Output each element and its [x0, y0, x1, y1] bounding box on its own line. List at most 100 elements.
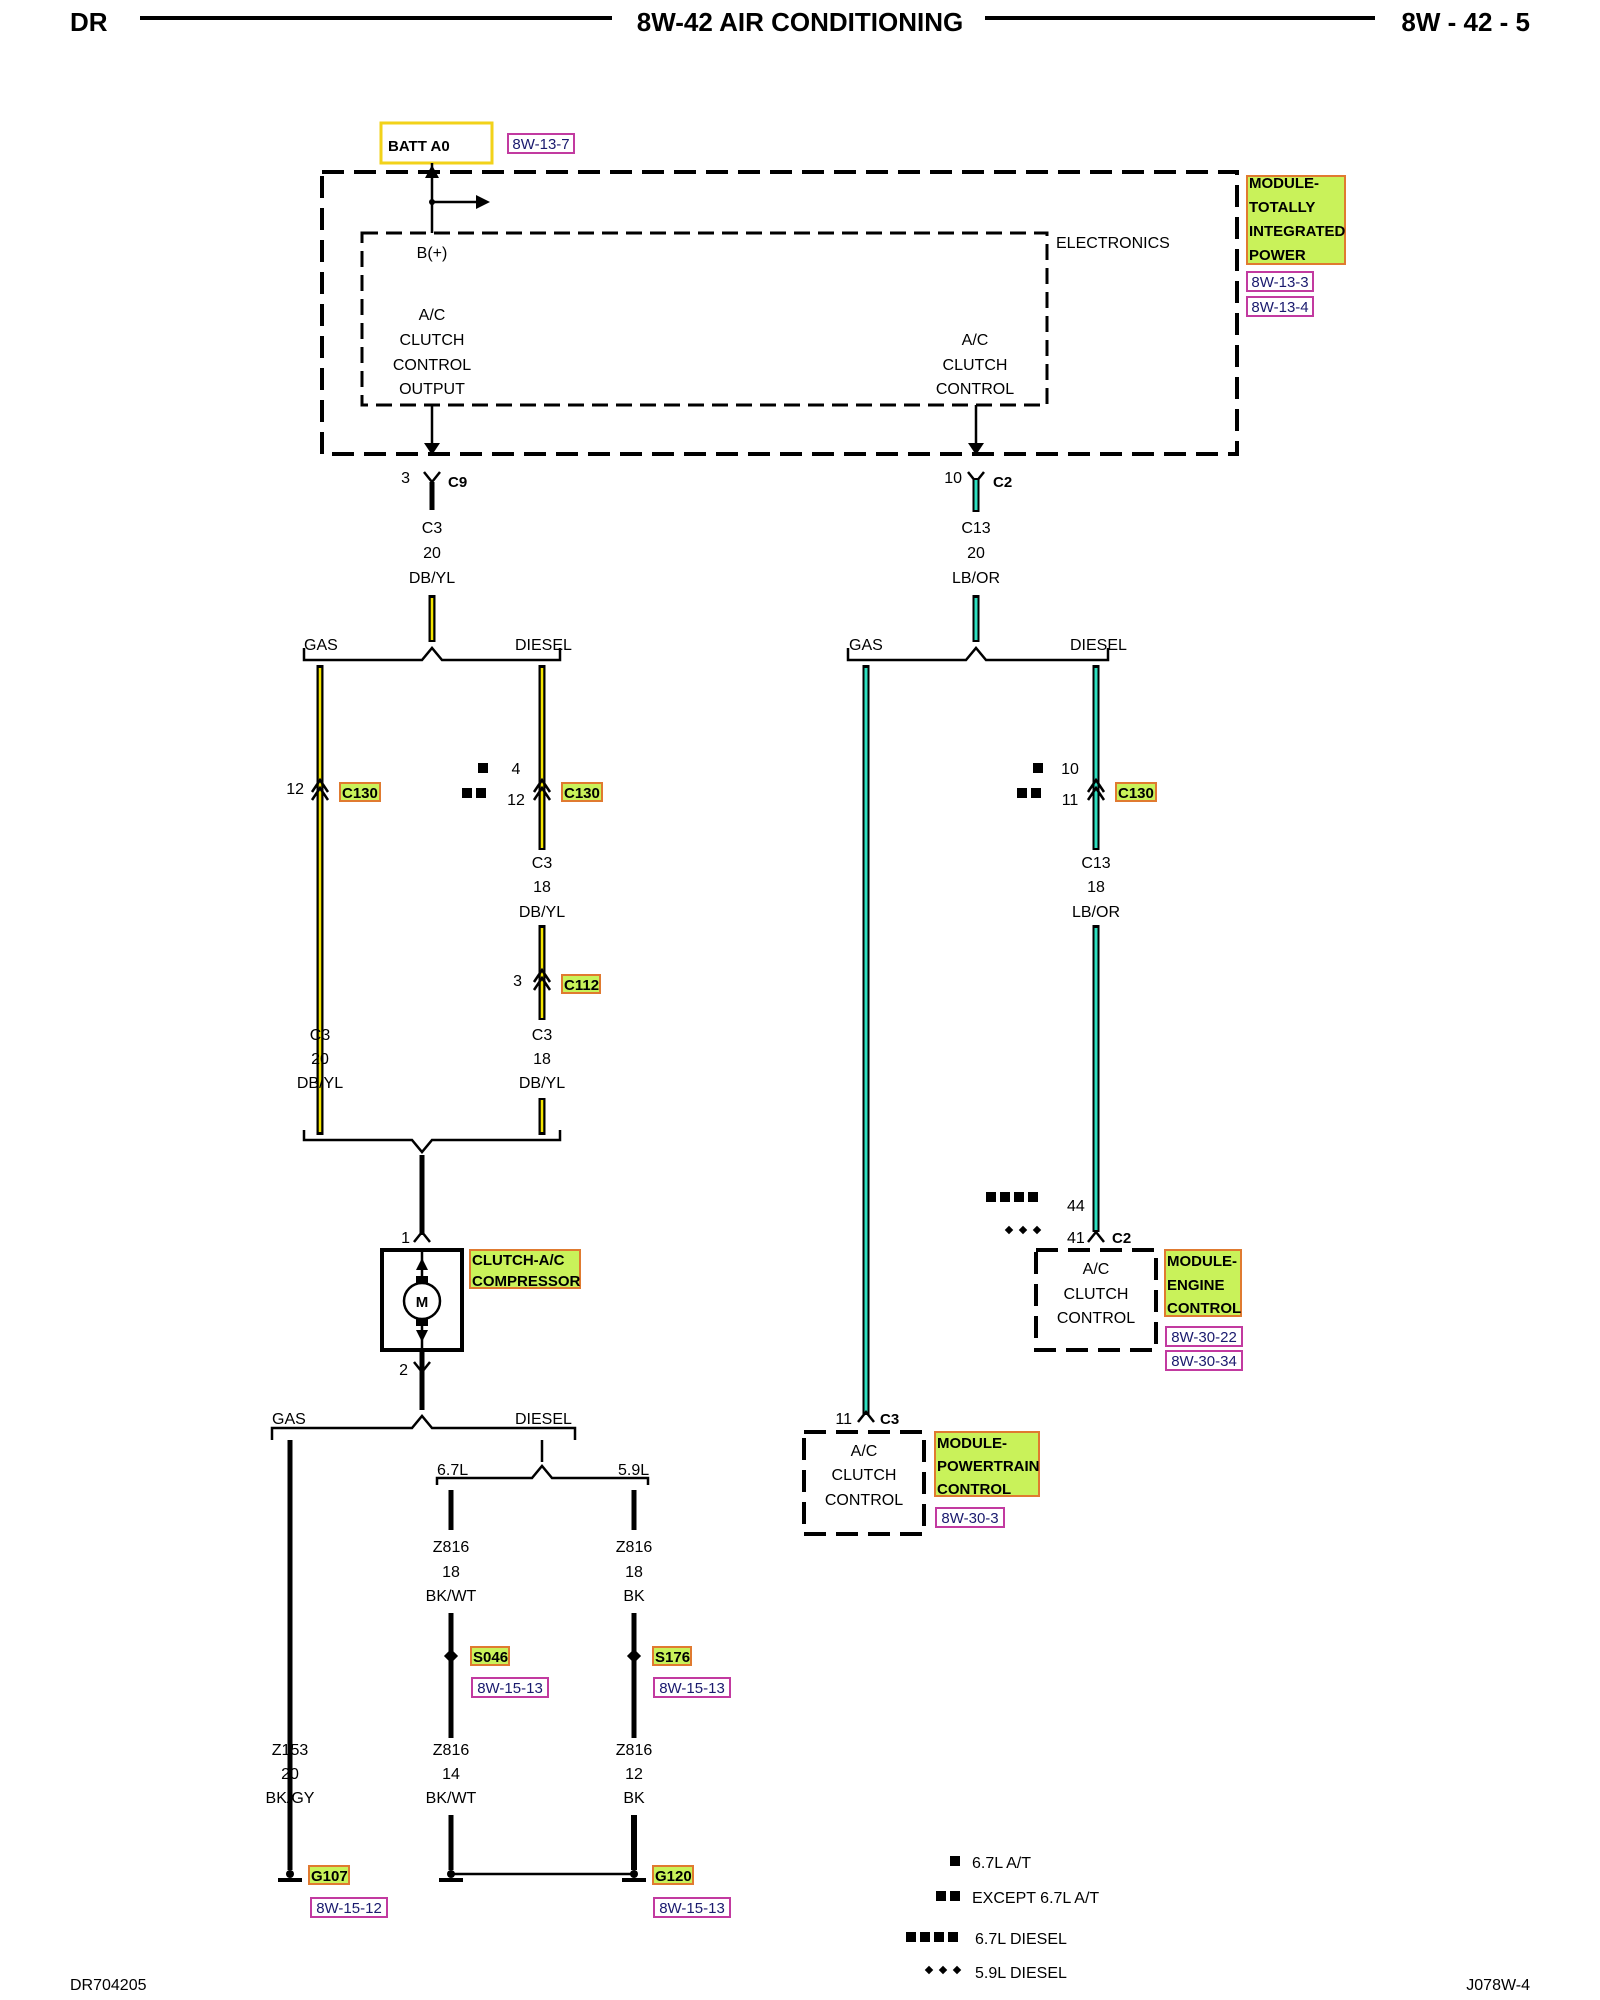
- pcm-name-3: CONTROL: [937, 1481, 1011, 1498]
- left-top-color: DB/YL: [409, 570, 455, 587]
- legend-67-diesel: 6.7L DIESEL: [975, 1931, 1067, 1948]
- left-gas-c130: C130: [342, 785, 378, 802]
- c112-connector: C112: [564, 977, 599, 994]
- w59-code-b: Z816: [616, 1742, 653, 1759]
- left-diesel-wire1: C3: [532, 855, 553, 872]
- fuse-arrow-icon: [476, 195, 490, 209]
- pcm-name-2: POWERTRAIN: [937, 1458, 1040, 1475]
- pcm-label-2: CLUTCH: [832, 1467, 897, 1484]
- ecm-ref1-box: [1165, 1326, 1243, 1347]
- pcm-ref[interactable]: 8W-30-3: [941, 1510, 998, 1527]
- ecm-ref-1[interactable]: 8W-30-22: [1171, 1329, 1237, 1346]
- ecm-name-box: [1164, 1249, 1242, 1317]
- right-diesel-wire-code: C13: [1081, 855, 1110, 872]
- legend-mark-59d-1: [1004, 1225, 1014, 1235]
- legend-icon-67d-d: [948, 1932, 958, 1942]
- legend-mark-67d-4: [1028, 1192, 1038, 1202]
- left-diesel-color1: DB/YL: [519, 904, 565, 921]
- node-dot: [429, 199, 435, 205]
- output-label-4: OUTPUT: [399, 381, 465, 398]
- ecm-connector: C2: [1112, 1230, 1131, 1247]
- left-merge-bracket: [302, 1130, 562, 1154]
- ecm-label-3: CONTROL: [1057, 1310, 1135, 1327]
- left-diesel-gauge1: 18: [533, 879, 551, 896]
- legend-except-67at: EXCEPT 6.7L A/T: [972, 1890, 1099, 1907]
- pcm-name-box: [934, 1431, 1040, 1497]
- ecm-ref2-box: [1165, 1350, 1243, 1371]
- ground-branch-bracket: [270, 1414, 577, 1440]
- legend-icon-67at: [950, 1856, 960, 1866]
- legend-icon-exc-a: [936, 1891, 946, 1901]
- w67-code-a: Z816: [433, 1539, 470, 1556]
- c9-connector: C9: [448, 474, 467, 491]
- tipm-ref2-box: [1246, 296, 1314, 317]
- c112-symbol: [532, 967, 552, 983]
- gas-ground-gauge: 20: [281, 1766, 299, 1783]
- right-branch-bracket: [846, 646, 1110, 662]
- batt-box: [379, 121, 494, 165]
- tipm-outline: [320, 170, 1239, 456]
- pcm-name-1: MODULE-: [937, 1435, 1007, 1452]
- legend-mark-67d-3: [1014, 1192, 1024, 1202]
- g107-box: [308, 1865, 350, 1885]
- ecm-name-2: ENGINE: [1167, 1277, 1225, 1294]
- clutch-pin-top: 1: [401, 1230, 410, 1247]
- s176-ref[interactable]: 8W-15-13: [659, 1680, 725, 1697]
- w59-color-a: BK: [623, 1588, 645, 1605]
- legend-mark-exc-r-a: [1017, 788, 1027, 798]
- pcm-outline: [802, 1430, 926, 1536]
- left-top-wire-code: C3: [422, 520, 443, 537]
- g120-ref[interactable]: 8W-15-13: [659, 1900, 725, 1917]
- c112-symbol-2: [532, 975, 552, 991]
- right-diesel-label: DIESEL: [1070, 637, 1127, 654]
- motor-brush-bottom: [416, 1316, 428, 1326]
- right-top-color: LB/OR: [952, 570, 1000, 587]
- ecm-outline: [1034, 1248, 1158, 1352]
- left-branch-bracket: [302, 646, 562, 662]
- w59-gauge-b: 12: [625, 1766, 643, 1783]
- g120-ref-box: [653, 1897, 731, 1918]
- left-gas-label: GAS: [304, 637, 338, 654]
- s046-ref-box: [471, 1677, 549, 1698]
- c112-box: [561, 974, 601, 994]
- motor-label: M: [416, 1294, 429, 1311]
- bplus-label: B(+): [417, 245, 448, 262]
- g107-ref[interactable]: 8W-15-12: [316, 1900, 382, 1917]
- left-diesel-wire2: C3: [532, 1027, 553, 1044]
- legend-icon-67d-c: [934, 1932, 944, 1942]
- tipm-ref-2[interactable]: 8W-13-4: [1251, 299, 1308, 316]
- ground-gas-label: GAS: [272, 1411, 306, 1428]
- right-diesel-c130-box: [1115, 782, 1157, 802]
- engine-59-label: 5.9L: [618, 1462, 649, 1479]
- ecm-ref-2[interactable]: 8W-30-34: [1171, 1353, 1237, 1370]
- left-gas-c130-symbol: [310, 777, 330, 793]
- output-label-2: CLUTCH: [400, 332, 465, 349]
- ecm-label-1: A/C: [1083, 1261, 1110, 1278]
- s176-ref-box: [653, 1677, 731, 1698]
- ecm-label-2: CLUTCH: [1064, 1286, 1129, 1303]
- legend-59-diesel: 5.9L DIESEL: [975, 1965, 1067, 1982]
- engine-branch-bracket: [435, 1464, 650, 1485]
- ecm-c2-symbol: [1087, 1229, 1105, 1243]
- g120-label: G120: [655, 1868, 692, 1885]
- tipm-ref-1[interactable]: 8W-13-3: [1251, 274, 1308, 291]
- engine-67-label: 6.7L: [437, 1462, 468, 1479]
- g107-ground-dot: [286, 1870, 294, 1878]
- s046-ref[interactable]: 8W-15-13: [477, 1680, 543, 1697]
- left-gas-color: DB/YL: [297, 1075, 343, 1092]
- right-diesel-pin-a: 10: [1061, 761, 1079, 778]
- legend-mark-exc-b: [476, 788, 486, 798]
- batt-ref-box: [507, 133, 575, 154]
- w59-gauge-a: 18: [625, 1564, 643, 1581]
- legend-mark-67at-r: [1033, 763, 1043, 773]
- left-gas-pin: 12: [286, 781, 304, 798]
- left-diesel-c130: C130: [564, 785, 600, 802]
- right-diesel-c130: C130: [1118, 785, 1154, 802]
- tipm-ref1-box: [1246, 271, 1314, 292]
- page-number: 8W - 42 - 5: [1401, 7, 1530, 37]
- legend-mark-59d-2: [1018, 1225, 1028, 1235]
- gas-ground-wire-code: Z153: [272, 1742, 309, 1759]
- batt-ref[interactable]: 8W-13-7: [512, 136, 569, 153]
- clutch-name-box: [469, 1249, 581, 1289]
- g107-label: G107: [311, 1868, 348, 1885]
